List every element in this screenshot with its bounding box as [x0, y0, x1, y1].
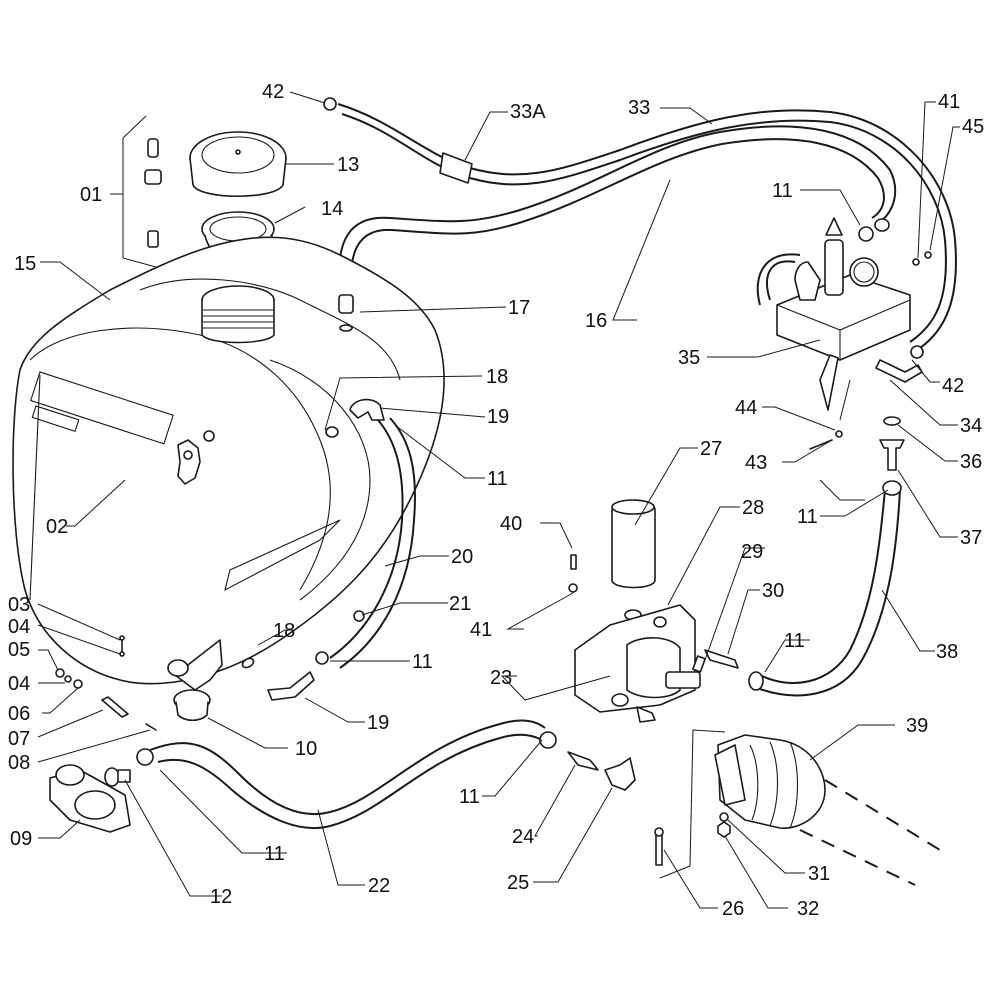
- callout-11: 11: [459, 786, 480, 808]
- callout-19: 19: [367, 712, 389, 734]
- callout-41: 41: [938, 91, 960, 113]
- callout-36: 36: [960, 451, 982, 473]
- callout-33a: 33A: [510, 101, 546, 123]
- callout-44: 44: [735, 397, 757, 419]
- fitting-29-30: [692, 649, 739, 673]
- callout-11: 11: [487, 468, 508, 490]
- callout-18: 18: [486, 366, 508, 388]
- fitting-17: [338, 294, 354, 332]
- hose-clamp-42-top: [323, 97, 337, 111]
- hose-22: [136, 719, 557, 830]
- hose-20: [329, 417, 416, 669]
- elbow-19-top: [325, 398, 385, 438]
- hose-sleeve-33a: [439, 152, 473, 184]
- callout-39: 39: [906, 715, 928, 737]
- callout-06: 06: [8, 703, 30, 725]
- callout-20: 20: [451, 546, 473, 568]
- callout-01: 01: [80, 184, 102, 206]
- vent-valve: [144, 138, 162, 248]
- shaft-dashes: [799, 779, 941, 886]
- hose-38: [748, 480, 902, 697]
- callout-31: 31: [808, 863, 830, 885]
- callout-42: 42: [262, 81, 284, 103]
- callout-28: 28: [742, 497, 764, 519]
- callout-45: 45: [962, 116, 984, 138]
- callout-43: 43: [745, 452, 767, 474]
- callout-11: 11: [784, 630, 805, 652]
- filter-09: [49, 764, 131, 833]
- fitting-12: [104, 767, 131, 787]
- bolt-03: [119, 635, 125, 657]
- callout-29: 29: [741, 541, 763, 563]
- callout-07: 07: [8, 728, 30, 750]
- drain-plug-02: [177, 430, 215, 485]
- bolts-40-41: [568, 554, 578, 593]
- elbow-34: [875, 345, 924, 383]
- nut-31-32: [717, 812, 731, 838]
- callout-13: 13: [337, 154, 359, 176]
- callout-22: 22: [368, 875, 390, 897]
- callout-17: 17: [508, 297, 530, 319]
- callout-labels: 42 33A 33 41 45 01 13 14 15 11 17 16 35 …: [8, 81, 984, 920]
- callout-40: 40: [500, 513, 522, 535]
- callout-04: 04: [8, 616, 30, 638]
- bracket-07: [101, 696, 129, 718]
- clamp-11-valve: [858, 218, 890, 242]
- callout-19: 19: [487, 406, 509, 428]
- callout-24: 24: [512, 826, 534, 848]
- callout-30: 30: [762, 580, 784, 602]
- callout-15: 15: [14, 253, 36, 275]
- callout-03: 03: [8, 594, 30, 616]
- callout-32: 32: [797, 898, 819, 920]
- screw-43-44: [809, 430, 843, 450]
- callout-37: 37: [960, 527, 982, 549]
- callout-27: 27: [700, 438, 722, 460]
- washers-41-45: [912, 251, 932, 266]
- callout-25: 25: [507, 872, 529, 894]
- elbow-19-bottom: [241, 657, 315, 701]
- callout-18: 18: [273, 620, 295, 642]
- ring-21: [353, 610, 365, 622]
- callout-11: 11: [264, 843, 285, 865]
- fittings-24-25: [567, 751, 636, 791]
- callout-11: 11: [797, 506, 818, 528]
- pto-shaft-39: [714, 734, 826, 829]
- filler-cap-13: [189, 131, 287, 197]
- callout-16: 16: [585, 310, 607, 332]
- callout-38: 38: [936, 641, 958, 663]
- hose-clamp-11-20: [315, 651, 329, 665]
- callout-35: 35: [678, 347, 700, 369]
- callout-26: 26: [722, 898, 744, 920]
- callout-08: 08: [8, 752, 30, 774]
- fitting-36-37: [879, 416, 905, 471]
- cap-10: [173, 689, 211, 722]
- pump-28: [574, 604, 701, 713]
- callout-21: 21: [449, 593, 471, 615]
- callout-34: 34: [960, 415, 982, 437]
- tank-neck: [201, 285, 275, 344]
- callout-11: 11: [412, 651, 433, 673]
- callout-23: 23: [490, 667, 512, 689]
- leader-lines: [37, 91, 960, 909]
- drain-outlet: [167, 639, 223, 691]
- screw-08: [145, 723, 157, 731]
- control-valve-35: [756, 217, 911, 411]
- accumulator-27: [611, 499, 656, 621]
- callout-42: 42: [942, 375, 964, 397]
- washers-04-05-06: [55, 668, 83, 689]
- callout-14: 14: [321, 198, 343, 220]
- callout-10: 10: [295, 738, 317, 760]
- callout-09: 09: [10, 828, 32, 850]
- callout-33: 33: [628, 97, 650, 119]
- callout-41: 41: [470, 619, 492, 641]
- hose-16: [338, 125, 897, 291]
- callout-05: 05: [8, 639, 30, 661]
- callout-12: 12: [210, 886, 232, 908]
- callout-02: 02: [46, 516, 68, 538]
- callout-11: 11: [772, 180, 793, 202]
- callout-04: 04: [8, 673, 30, 695]
- plug-23: [636, 706, 656, 723]
- bolt-26: [654, 827, 664, 866]
